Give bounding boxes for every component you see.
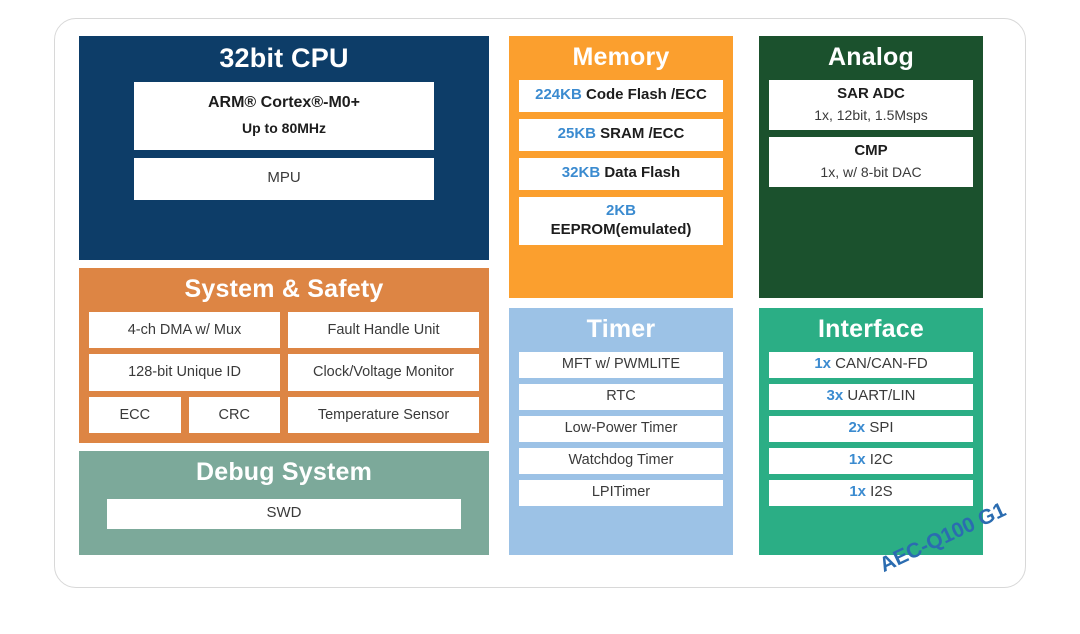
system-item-crc: CRC xyxy=(188,396,280,433)
memory-item-code-flash: 224KB Code Flash /ECC xyxy=(519,79,723,112)
cpu-core-cell: ARM® Cortex®-M0+ Up to 80MHz xyxy=(134,81,434,150)
interface-item-i2s: 1x I2S xyxy=(769,479,973,506)
memory-item-data-flash-label: Data Flash xyxy=(604,164,681,182)
block-diagram-card: 32bit CPU ARM® Cortex®-M0+ Up to 80MHz M… xyxy=(54,18,1026,588)
cpu-mpu-cell: MPU xyxy=(134,157,434,200)
interface-item-i2s-label: I2S xyxy=(870,483,893,501)
system-item-unique-id: 128-bit Unique ID xyxy=(89,354,280,391)
cpu-core-name: ARM® Cortex®-M0+ xyxy=(207,94,361,112)
block-cpu-title: 32bit CPU xyxy=(219,43,349,73)
cpu-core-frequency: Up to 80MHz xyxy=(242,120,326,137)
interface-item-uart-count: 3x xyxy=(826,387,844,405)
timer-item-mft: MFT w/ PWMLITE xyxy=(519,351,723,378)
block-memory-title: Memory xyxy=(572,43,670,71)
interface-item-spi: 2x SPI xyxy=(769,415,973,442)
system-item-temperature-sensor: Temperature Sensor xyxy=(288,396,479,433)
block-system-safety: System & Safety 4-ch DMA w/ Mux Fault Ha… xyxy=(79,268,489,443)
memory-item-eeprom: 2KB EEPROM(emulated) xyxy=(519,196,723,245)
interface-item-can: 1x CAN/CAN-FD xyxy=(769,351,973,378)
interface-item-list: 1x CAN/CAN-FD 3x UART/LIN 2x SPI 1x xyxy=(769,351,973,506)
timer-item-list: MFT w/ PWMLITE RTC Low-Power Timer Watch… xyxy=(519,351,723,506)
timer-item-rtc: RTC xyxy=(519,383,723,410)
timer-item-lpitimer: LPITimer xyxy=(519,479,723,506)
interface-item-can-count: 1x xyxy=(814,355,831,373)
block-system-safety-title: System & Safety xyxy=(184,275,384,303)
system-item-ecc-crc-pair: ECC CRC xyxy=(89,396,280,433)
memory-item-eeprom-size: 2KB xyxy=(605,201,636,219)
block-memory: Memory 224KB Code Flash /ECC 25KB SRAM /… xyxy=(509,36,733,298)
system-item-fault-handle-unit: Fault Handle Unit xyxy=(288,311,479,348)
system-safety-grid: 4-ch DMA w/ Mux Fault Handle Unit 128-bi… xyxy=(89,311,479,433)
interface-item-uart-label: UART/LIN xyxy=(847,387,916,405)
interface-item-i2c-count: 1x xyxy=(848,451,866,469)
block-timer: Timer MFT w/ PWMLITE RTC Low-Power Timer… xyxy=(509,308,733,555)
system-item-ecc: ECC xyxy=(89,396,181,433)
analog-item-cmp-name: CMP xyxy=(854,141,888,159)
memory-item-sram: 25KB SRAM /ECC xyxy=(519,118,723,151)
memory-item-code-flash-size: 224KB xyxy=(535,86,582,104)
analog-item-cmp-spec: 1x, w/ 8-bit DAC xyxy=(820,163,922,180)
block-analog: Analog SAR ADC 1x, 12bit, 1.5Msps CMP 1x… xyxy=(759,36,983,298)
memory-item-eeprom-label: EEPROM(emulated) xyxy=(550,220,692,238)
memory-item-data-flash: 32KB Data Flash xyxy=(519,157,723,190)
interface-item-spi-count: 2x xyxy=(848,419,866,437)
interface-item-i2s-count: 1x xyxy=(849,483,866,501)
block-cpu: 32bit CPU ARM® Cortex®-M0+ Up to 80MHz M… xyxy=(79,36,489,260)
memory-item-code-flash-label: Code Flash /ECC xyxy=(586,86,707,104)
analog-item-list: SAR ADC 1x, 12bit, 1.5Msps CMP 1x, w/ 8-… xyxy=(769,79,973,187)
interface-item-can-label: CAN/CAN-FD xyxy=(835,355,928,373)
analog-item-sar-adc-spec: 1x, 12bit, 1.5Msps xyxy=(814,106,928,123)
system-item-dma: 4-ch DMA w/ Mux xyxy=(89,311,280,348)
block-interface: Interface 1x CAN/CAN-FD 3x UART/LIN 2x S… xyxy=(759,308,983,555)
timer-item-low-power-timer: Low-Power Timer xyxy=(519,415,723,442)
memory-item-data-flash-size: 32KB xyxy=(561,164,601,182)
block-timer-title: Timer xyxy=(586,315,656,343)
memory-item-sram-label: SRAM /ECC xyxy=(600,125,685,143)
memory-item-sram-size: 25KB xyxy=(557,125,596,143)
analog-item-cmp: CMP 1x, w/ 8-bit DAC xyxy=(769,136,973,187)
analog-item-sar-adc: SAR ADC 1x, 12bit, 1.5Msps xyxy=(769,79,973,130)
analog-item-sar-adc-name: SAR ADC xyxy=(837,84,905,102)
memory-item-list: 224KB Code Flash /ECC 25KB SRAM /ECC 32K… xyxy=(519,79,723,245)
interface-item-uart: 3x UART/LIN xyxy=(769,383,973,410)
interface-item-spi-label: SPI xyxy=(869,419,894,437)
interface-item-i2c: 1x I2C xyxy=(769,447,973,474)
interface-item-i2c-label: I2C xyxy=(869,451,894,469)
block-analog-title: Analog xyxy=(828,43,914,71)
block-interface-title: Interface xyxy=(817,315,924,343)
debug-item-swd: SWD xyxy=(107,498,461,529)
timer-item-watchdog-timer: Watchdog Timer xyxy=(519,447,723,474)
block-debug-system: Debug System SWD xyxy=(79,451,489,555)
system-item-clock-voltage-monitor: Clock/Voltage Monitor xyxy=(288,354,479,391)
block-debug-system-title: Debug System xyxy=(195,458,373,486)
